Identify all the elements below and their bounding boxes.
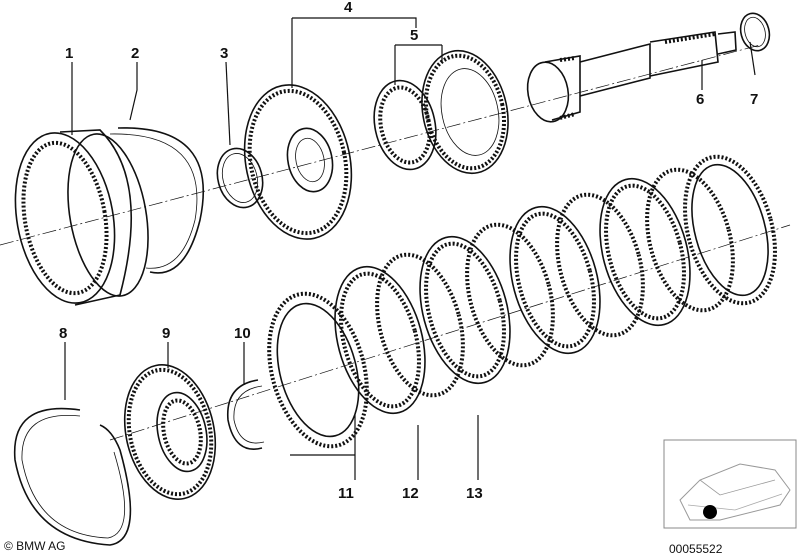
car-location-inset [663, 439, 797, 529]
part-9-hub-gear [123, 364, 217, 500]
clutch-disc-pack [334, 154, 777, 415]
part-10-circlip [227, 379, 265, 450]
callout-4: 4 [344, 0, 353, 16]
part-number-text: 00055522 [669, 542, 723, 556]
callout-9: 9 [162, 325, 170, 342]
callout-11: 11 [338, 485, 354, 502]
part-5-bearing-and-ring [373, 49, 509, 175]
callout-13: 13 [466, 485, 483, 502]
callout-8: 8 [59, 325, 67, 342]
part-6-output-shaft [526, 31, 737, 123]
callout-7: 7 [750, 91, 758, 108]
part-4-gear-carrier [243, 84, 353, 240]
copyright-text: © BMW AG [4, 539, 66, 553]
callout-12: 12 [402, 485, 419, 502]
callout-6: 6 [696, 91, 704, 108]
lower-center-axis [109, 224, 791, 441]
callout-2: 2 [131, 45, 139, 62]
part-3-circlip [216, 147, 264, 209]
part-2-snap-ring [109, 127, 205, 274]
callout-1: 1 [65, 45, 73, 62]
callout-10: 10 [234, 325, 251, 342]
callout-3: 3 [220, 45, 228, 62]
part-11-clutch-plate [267, 291, 369, 449]
callout-5: 5 [410, 27, 418, 44]
part-1-ring-gear [14, 129, 149, 306]
part-8-snap-ring [13, 407, 132, 546]
leader-lines [64, 17, 756, 480]
location-marker-icon [703, 505, 717, 519]
part-7-o-ring [739, 12, 771, 52]
